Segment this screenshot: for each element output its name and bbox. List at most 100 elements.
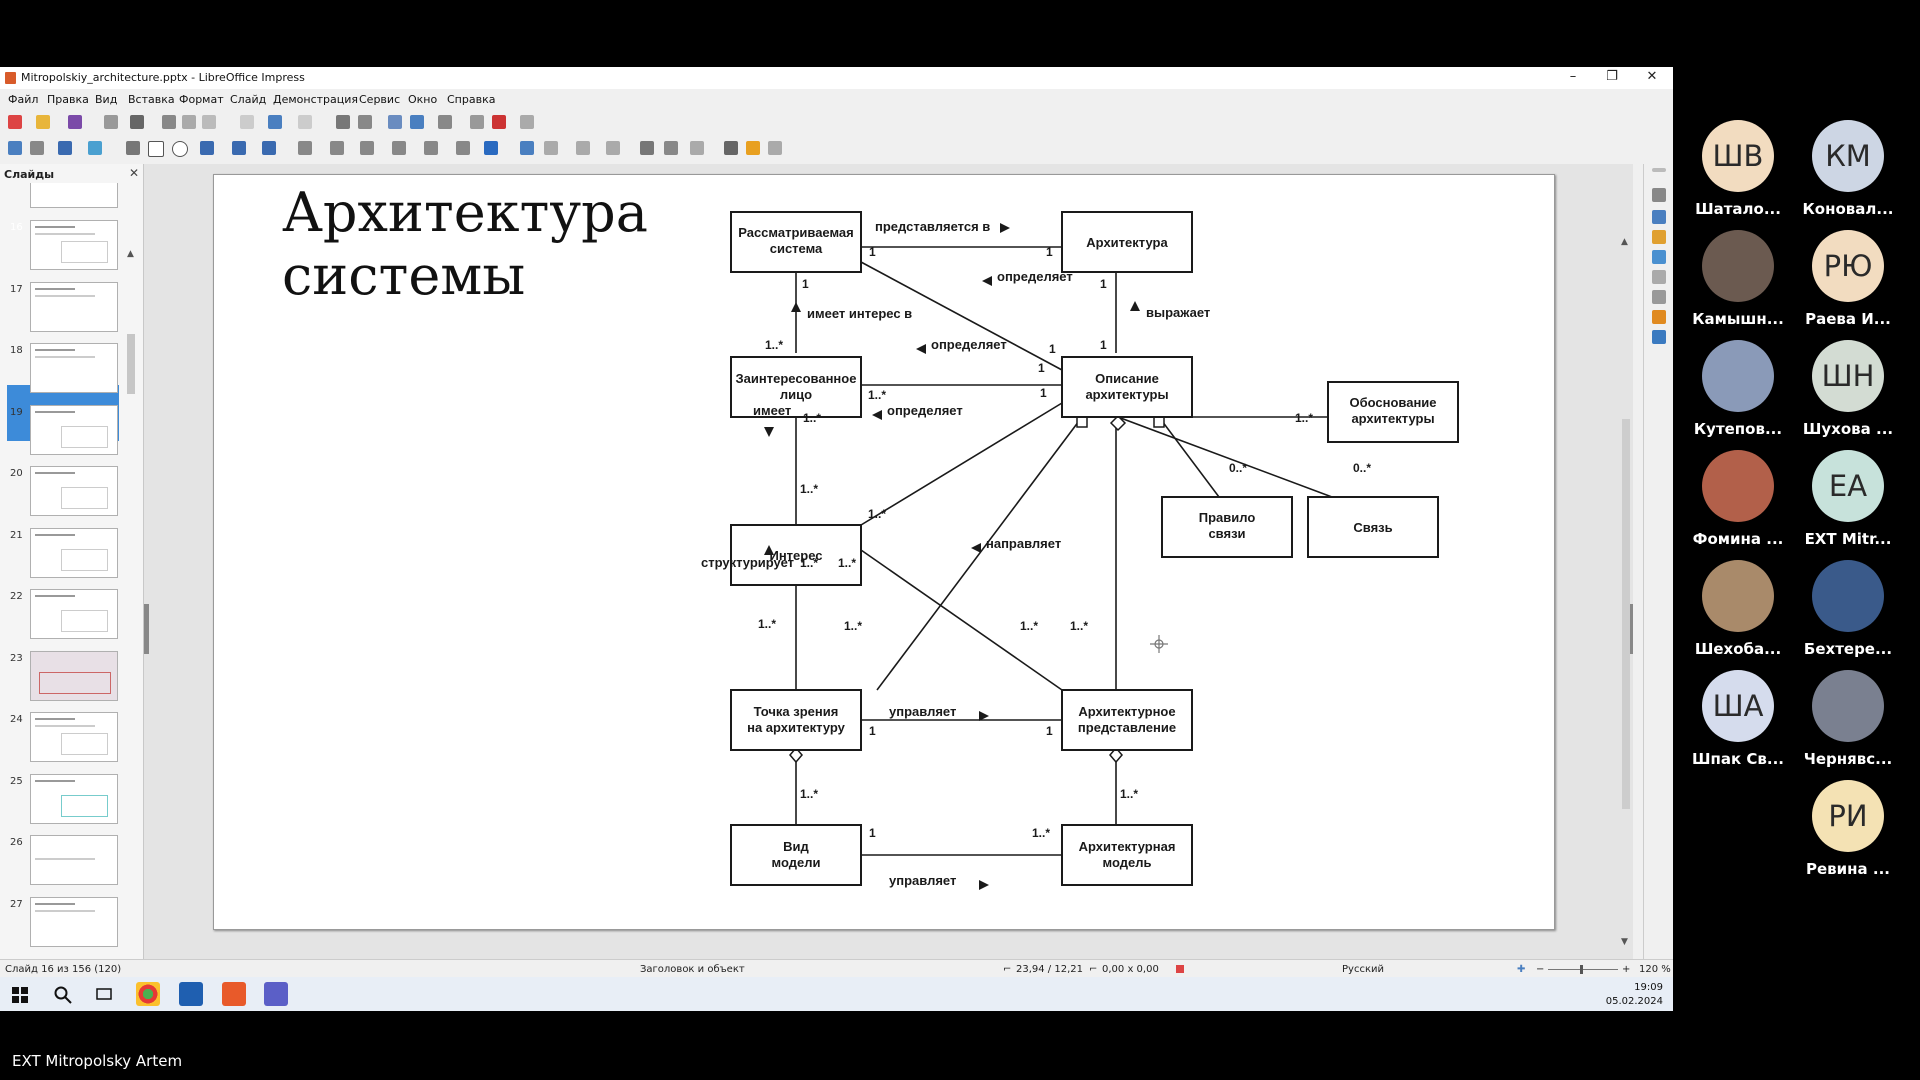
properties-icon[interactable]	[1652, 188, 1666, 202]
gallery-icon[interactable]	[1652, 290, 1666, 304]
animation-icon[interactable]	[1652, 230, 1666, 244]
left-panel-collapse-handle[interactable]	[144, 604, 149, 654]
box-correspondence[interactable]	[1307, 496, 1439, 558]
box-correspondence-rule[interactable]	[1161, 496, 1293, 558]
align-icon[interactable]	[544, 141, 558, 155]
box-concern[interactable]	[730, 524, 862, 586]
3d-objects-icon[interactable]	[484, 141, 498, 155]
box-stakeholder[interactable]	[730, 356, 862, 418]
symbol-shapes-icon[interactable]	[330, 141, 344, 155]
search-icon[interactable]	[54, 986, 72, 1004]
right-panel-collapse-handle[interactable]	[1628, 604, 1633, 654]
slide-thumbnail-22[interactable]	[30, 589, 118, 639]
image-icon[interactable]	[410, 115, 424, 129]
participant-tile[interactable]: ЕА EXT Mitr...	[1793, 450, 1903, 548]
textbox-icon[interactable]	[470, 115, 484, 129]
spellcheck-icon[interactable]	[358, 115, 372, 129]
box-considered-system[interactable]	[730, 211, 862, 273]
navigator-icon[interactable]	[1652, 310, 1666, 324]
line-icon[interactable]	[126, 141, 140, 155]
box-architecture-view[interactable]	[1061, 689, 1193, 751]
fill-color-icon[interactable]	[88, 141, 102, 155]
architecture-uml-diagram[interactable]: Рассматриваемая система Архитектура Заин…	[214, 175, 1554, 929]
new-icon[interactable]	[8, 115, 22, 129]
box-architecture[interactable]	[1061, 211, 1193, 273]
box-architecture-model[interactable]	[1061, 824, 1193, 886]
master-slides-icon[interactable]	[1652, 250, 1666, 264]
start-slideshow-icon[interactable]	[492, 115, 506, 129]
line-color-icon[interactable]	[58, 141, 72, 155]
slides-panel-scrollbar[interactable]: ▲ ▼	[126, 247, 136, 1011]
participant-tile[interactable]: РЮ Раева И...	[1793, 230, 1903, 328]
clone-formatting-icon[interactable]	[240, 115, 254, 129]
menu-slide[interactable]: Слайд	[230, 93, 267, 106]
menu-format[interactable]: Формат	[179, 93, 224, 106]
select-icon[interactable]	[8, 141, 22, 155]
language[interactable]: Русский	[1342, 964, 1384, 975]
connector-icon[interactable]	[262, 141, 276, 155]
participant-tile[interactable]: Шехоба...	[1683, 560, 1793, 658]
table-icon[interactable]	[388, 115, 402, 129]
menu-edit[interactable]: Правка	[47, 93, 89, 106]
block-arrows-icon[interactable]	[360, 141, 374, 155]
zoom-slider[interactable]	[1548, 969, 1618, 970]
minimize-button[interactable]: –	[1569, 69, 1577, 84]
sidebar-menu-icon[interactable]	[1652, 168, 1666, 172]
undo-icon[interactable]	[268, 115, 282, 129]
teams-taskbar-icon[interactable]	[264, 982, 288, 1006]
impress-taskbar-icon[interactable]	[222, 982, 246, 1006]
box-architecture-description[interactable]	[1061, 356, 1193, 418]
slide-thumbnail-24[interactable]	[30, 712, 118, 762]
zoom-level[interactable]: 120 %	[1639, 964, 1671, 975]
filter-icon[interactable]	[690, 141, 704, 155]
slide-thumbnail-26[interactable]	[30, 835, 118, 885]
redo-icon[interactable]	[298, 115, 312, 129]
menu-help[interactable]: Справка	[447, 93, 496, 106]
stars-icon[interactable]	[456, 141, 470, 155]
canvas-vertical-scrollbar[interactable]: ▲ ▼	[1619, 234, 1633, 946]
zoom-in-icon[interactable]: +	[1622, 964, 1631, 975]
fit-slide-icon[interactable]: ✚	[1517, 964, 1526, 975]
participant-tile[interactable]: РИ Ревина ...	[1793, 780, 1903, 878]
extrusion-icon[interactable]	[768, 141, 782, 155]
zoom-out-icon[interactable]: −	[1536, 964, 1545, 975]
chart-icon[interactable]	[438, 115, 452, 129]
menu-view[interactable]: Вид	[95, 93, 118, 106]
save-icon[interactable]	[68, 115, 82, 129]
participant-tile[interactable]: Фомина ...	[1683, 450, 1793, 548]
slide-transition-icon[interactable]	[1652, 210, 1666, 224]
rectangle-icon[interactable]	[148, 141, 164, 157]
slide-thumbnail-27[interactable]	[30, 897, 118, 947]
participant-tile[interactable]: Кутепов...	[1683, 340, 1793, 438]
participant-tile[interactable]: ШВ Шатало...	[1683, 120, 1793, 218]
task-view-icon[interactable]	[96, 987, 112, 1003]
find-replace-icon[interactable]	[336, 115, 350, 129]
slide-thumbnail-21[interactable]	[30, 528, 118, 578]
rotate-icon[interactable]	[520, 141, 534, 155]
participant-tile[interactable]: Камышн...	[1683, 230, 1793, 328]
basic-shapes-icon[interactable]	[298, 141, 312, 155]
zoom-slider-handle[interactable]	[1580, 965, 1583, 974]
participant-tile[interactable]: КМ Коновал...	[1793, 120, 1903, 218]
windows-start-icon[interactable]	[12, 987, 28, 1003]
participant-tile[interactable]: Чернявс...	[1793, 670, 1903, 768]
flowchart-icon[interactable]	[392, 141, 406, 155]
paste-icon[interactable]	[202, 115, 216, 129]
callouts-icon[interactable]	[424, 141, 438, 155]
document-modified-icon[interactable]	[1176, 965, 1184, 973]
slide-thumbnail-18[interactable]	[30, 343, 118, 393]
participant-tile[interactable]: ША Шпак Св...	[1683, 670, 1793, 768]
copy-icon[interactable]	[182, 115, 196, 129]
slide-layout-icon[interactable]	[520, 115, 534, 129]
menu-file[interactable]: Файл	[8, 93, 39, 106]
menu-slideshow[interactable]: Демонстрация	[273, 93, 359, 106]
print-icon[interactable]	[130, 115, 144, 129]
shadow-icon[interactable]	[640, 141, 654, 155]
menu-tools[interactable]: Сервис	[359, 93, 401, 106]
arrow-icon[interactable]	[200, 141, 214, 155]
participant-tile[interactable]: Бехтере...	[1793, 560, 1903, 658]
slide-thumbnail-partial[interactable]	[30, 183, 118, 208]
glue-icon[interactable]	[746, 141, 760, 155]
slides-panel-close-icon[interactable]: ✕	[129, 166, 140, 180]
box-model-kind[interactable]	[730, 824, 862, 886]
